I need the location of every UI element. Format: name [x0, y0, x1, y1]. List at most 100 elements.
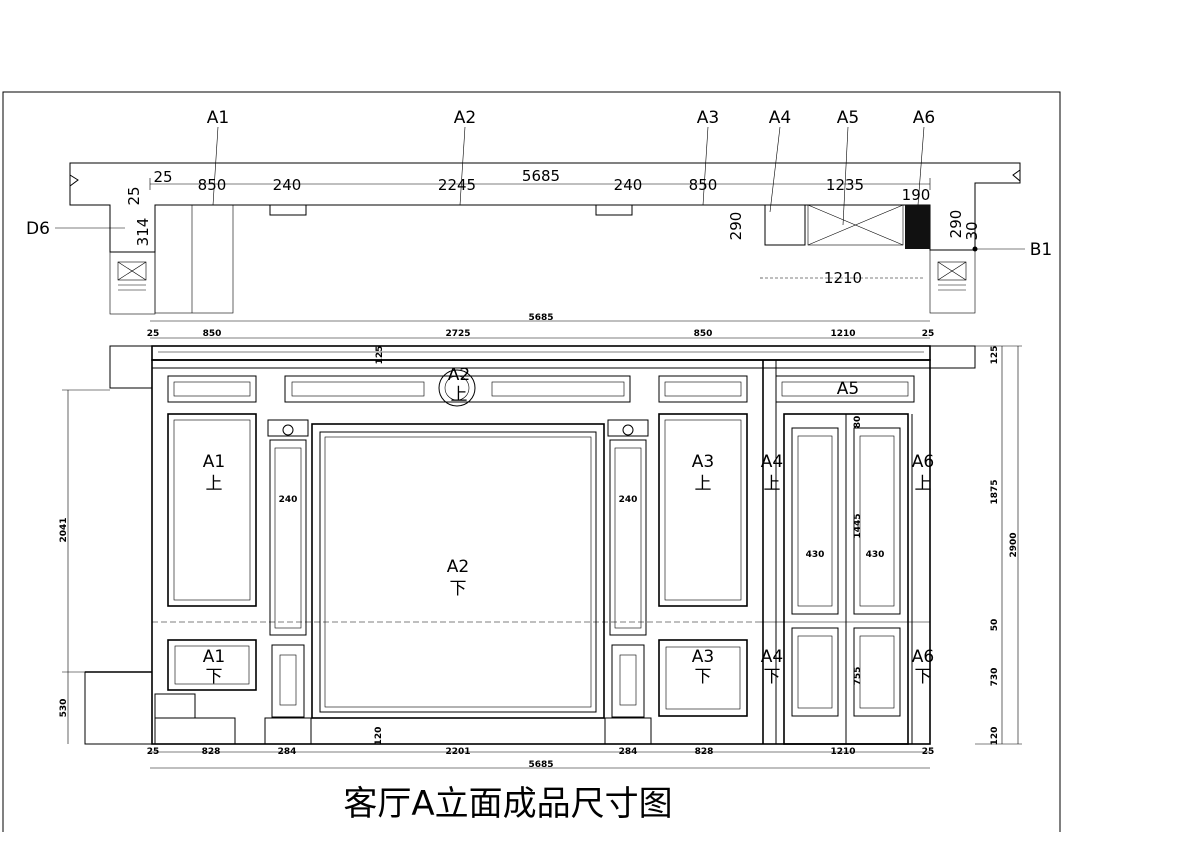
- elev-pilaster-left-rosette: [282, 424, 294, 436]
- elev-frieze-a3-inner: [664, 381, 742, 397]
- elev-door-right-upper-fill: [859, 435, 895, 607]
- elev-crown-moulding: [151, 345, 931, 361]
- plan-dim-290-left: 290: [727, 212, 745, 241]
- callout-leader-a3: [702, 126, 709, 206]
- elev-wall-outline: [151, 359, 931, 745]
- dim-door-top-gap: 80: [853, 416, 863, 429]
- elev-bottom-dim-284-left: 284: [278, 747, 297, 757]
- dim-door-w-right: 430: [866, 550, 885, 560]
- elev-frieze-a2-left-inner: [291, 381, 425, 397]
- elev-top-dim-850-right: 850: [694, 329, 713, 339]
- elev-panel-a3-lower-fill: [665, 646, 741, 710]
- label-a2-lower-pos: 下: [450, 579, 467, 599]
- plan-cabinet-a5: [807, 204, 904, 246]
- elev-right-dim-120: 120: [990, 727, 1000, 746]
- elev-panel-a3-upper-fill: [664, 419, 742, 601]
- callout-a6: A6: [913, 108, 935, 128]
- elev-door-right-lower: [853, 627, 901, 717]
- elev-panel-a2: [311, 423, 605, 719]
- elev-left-dim-2041: 2041: [59, 517, 69, 542]
- elev-right-dim-50: 50: [990, 619, 1000, 632]
- elev-bottom-dim-1210: 1210: [830, 747, 855, 757]
- plan-pilaster-right: [595, 204, 633, 216]
- elev-door-left-lower: [791, 627, 839, 717]
- plan-dim-2245: 2245: [438, 176, 476, 194]
- elev-top-dim-25-right: 25: [922, 329, 935, 339]
- elev-pilaster-right-flutes: [614, 447, 642, 629]
- label-a5: A5: [837, 379, 859, 399]
- dim-pilaster-right: 240: [619, 495, 638, 505]
- plan-column-left: [154, 204, 234, 314]
- elev-top-dim-1210: 1210: [830, 329, 855, 339]
- elev-panel-a1-lower-fill: [174, 645, 250, 685]
- elev-bottom-dim-828-right: 828: [695, 747, 714, 757]
- callout-leader-a2: [459, 126, 466, 206]
- plan-dim-240-right: 240: [614, 176, 643, 194]
- elev-top-dim-2725: 2725: [445, 329, 470, 339]
- elev-pilaster-left: [269, 439, 307, 636]
- elev-pilaster-right-cap: [607, 419, 649, 437]
- label-a3-lower-code: A3: [692, 647, 714, 667]
- elev-top-overall: 5685: [528, 313, 553, 323]
- elev-cornice-right-hatch: [929, 345, 976, 369]
- plan-dim-290-right: 290: [947, 210, 965, 239]
- plan-dim-30: 30: [963, 221, 981, 240]
- elev-panel-a2-frame: [319, 431, 597, 713]
- elev-base-left-hatch: [84, 671, 153, 745]
- label-a3-upper-pos: 上: [695, 474, 712, 494]
- plan-pier-right-cap: [937, 261, 967, 281]
- drawing-title: 客厅A立面成品尺寸图: [343, 784, 672, 824]
- elev-door-left-lower-fill: [797, 635, 833, 709]
- callout-d6: D6: [26, 219, 50, 239]
- dim-door-h-lower: 755: [853, 667, 863, 686]
- label-a2-upper-code: A2: [448, 365, 470, 385]
- plan-dim-1210: 1210: [824, 269, 862, 287]
- plan-dim-190: 190: [902, 186, 931, 204]
- elev-dim-120-bottom: 120: [374, 727, 384, 746]
- elev-top-dim-850-left: 850: [203, 329, 222, 339]
- plan-wall-hatch: [69, 162, 1021, 253]
- elev-pilaster-right-base-inner: [619, 654, 637, 706]
- elev-pilaster-left-plinth: [264, 717, 312, 745]
- label-a6-lower-pos: 下: [915, 667, 932, 687]
- label-a6-lower-code: A6: [912, 647, 934, 667]
- elev-right-dim-1875: 1875: [990, 479, 1000, 504]
- label-a6-upper-code: A6: [912, 452, 934, 472]
- dim-pilaster-left: 240: [279, 495, 298, 505]
- elev-pilaster-left-base-inner: [279, 654, 297, 706]
- label-a3-upper-code: A3: [692, 452, 714, 472]
- elev-frieze-a1-inner: [173, 381, 251, 397]
- plan-cabinet-cross2: [807, 204, 904, 246]
- elev-left-dim-530: 530: [59, 699, 69, 718]
- callout-dot-b1: [972, 246, 978, 252]
- callout-a1: A1: [207, 108, 229, 128]
- label-a1-upper-code: A1: [203, 452, 225, 472]
- label-a4-upper-code: A4: [761, 452, 783, 472]
- plan-dim-5685: 5685: [522, 167, 560, 185]
- elev-dim-125-top: 125: [375, 346, 385, 365]
- callout-a2: A2: [454, 108, 476, 128]
- elev-pilaster-left-cap: [267, 419, 309, 437]
- elev-frieze-a2-right-inner: [491, 381, 625, 397]
- label-a1-upper-pos: 上: [206, 474, 223, 494]
- elev-cornice-left-hatch: [109, 345, 153, 389]
- dim-door-h-upper: 1445: [853, 513, 863, 538]
- plan-pier-left-cap: [117, 261, 147, 281]
- elevation-view: 5685 25 850 2725 850 1210 25 125: [59, 313, 1022, 770]
- plan-dim-850-left: 850: [198, 176, 227, 194]
- elev-right-dim-2900: 2900: [1009, 532, 1019, 557]
- elev-bottom-dim-284-right: 284: [619, 747, 638, 757]
- plan-dim-1235: 1235: [826, 176, 864, 194]
- elev-pilaster-left-base: [271, 644, 305, 718]
- label-a2-lower-code: A2: [447, 557, 469, 577]
- label-a4-upper-pos: 上: [764, 474, 781, 494]
- callout-a4: A4: [769, 108, 791, 128]
- elev-frieze-a3: [658, 375, 748, 403]
- elev-right-dim-730: 730: [990, 668, 1000, 687]
- elev-bottom-dim-25-right: 25: [922, 747, 935, 757]
- plan-door-a6: [905, 205, 930, 249]
- elev-panel-a3-lower: [658, 639, 748, 717]
- label-a2-upper-pos: 上: [451, 385, 468, 405]
- elev-bottom-dim-2201: 2201: [445, 747, 470, 757]
